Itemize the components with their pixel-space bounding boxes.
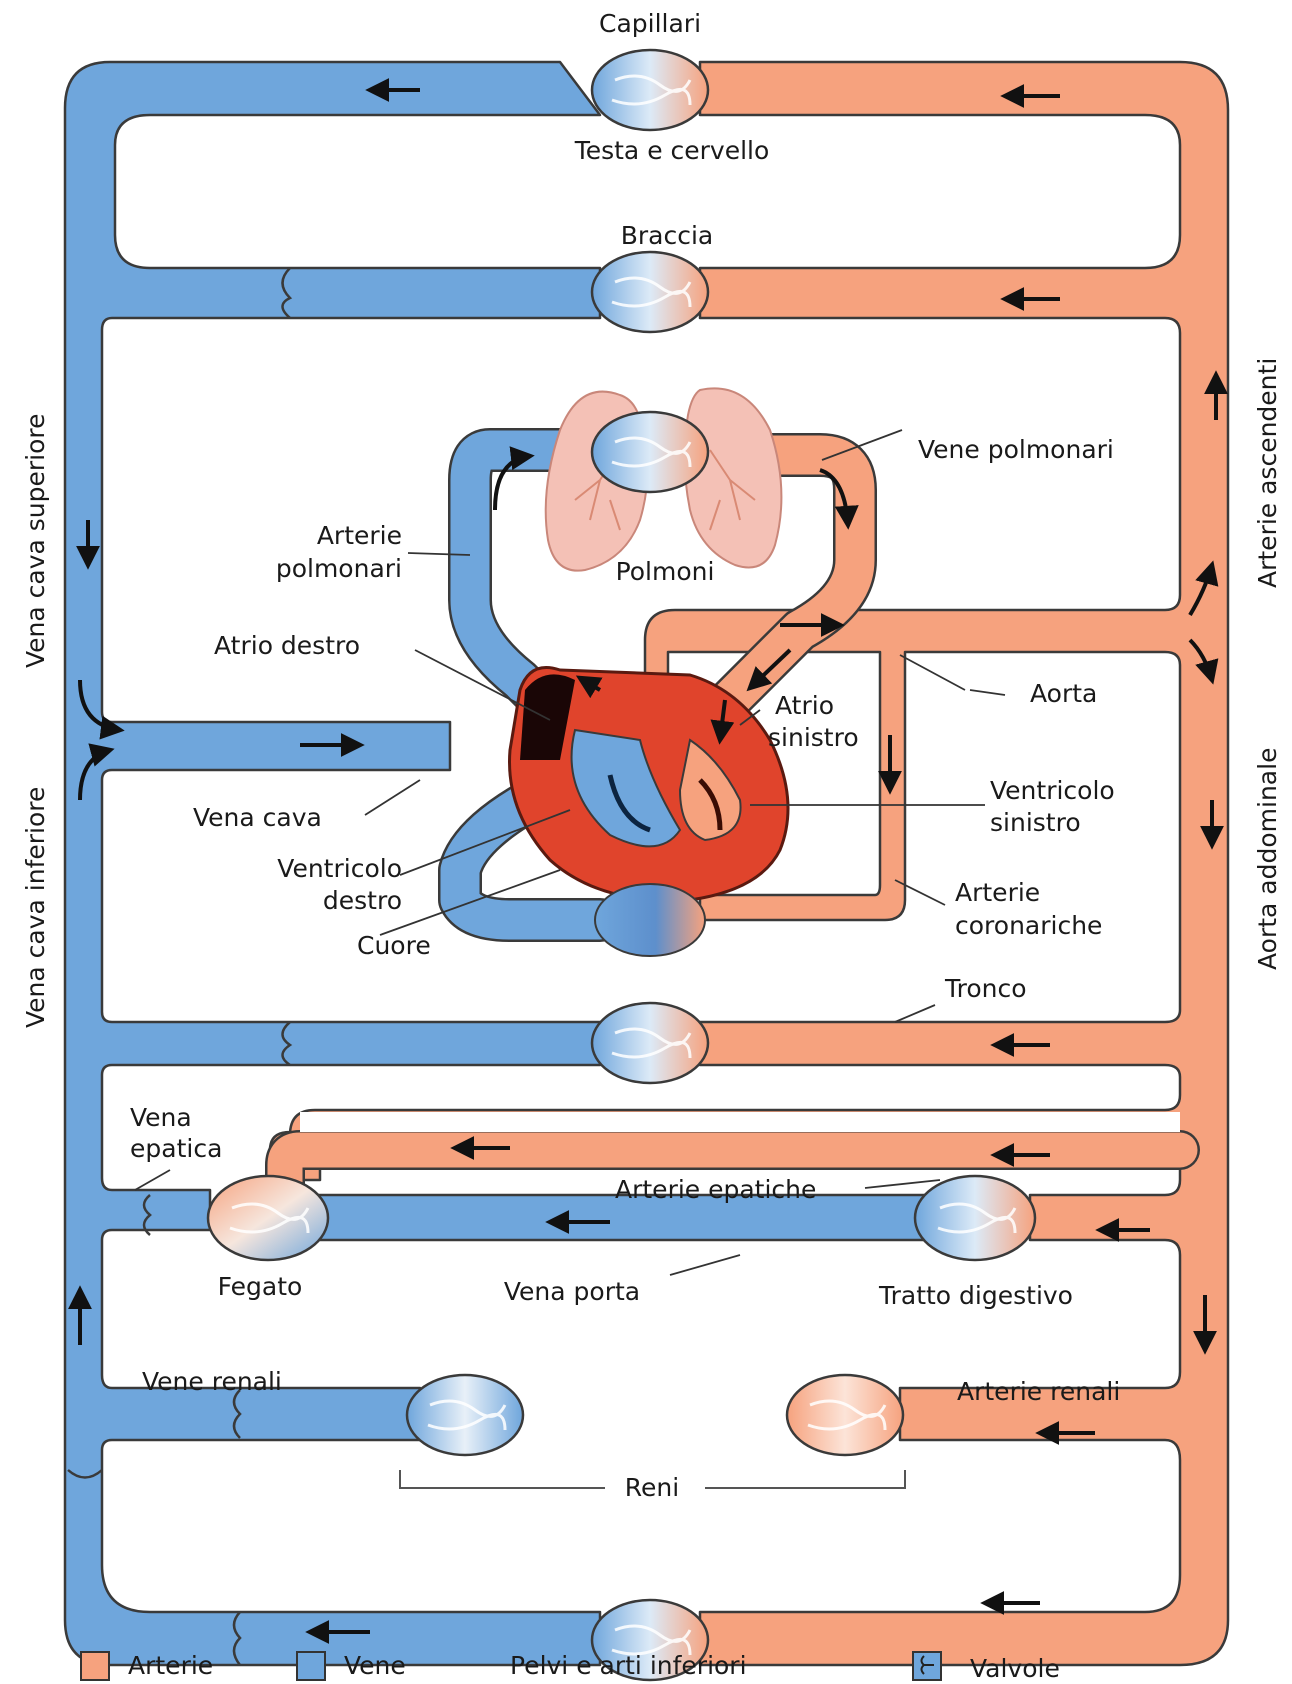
capillary-digestive [915,1176,1035,1260]
label-ventricolo-destro-2: destro [323,885,402,916]
label-cuore: Cuore [357,930,431,961]
capillary-trunk [592,1003,708,1083]
label-vena-cava-inferiore: Vena cava inferiore [20,787,51,1028]
label-vena-epatica-1: Vena [130,1102,192,1133]
capillary-kidney-artery [787,1375,903,1455]
label-aorta: Aorta [1030,678,1097,709]
capillary-liver [208,1176,328,1260]
label-ventricolo-sinistro-2: sinistro [990,807,1081,838]
legend-label-arterie: Arterie [128,1650,213,1681]
label-polmoni: Polmoni [616,556,715,587]
label-vena-porta: Vena porta [504,1276,640,1307]
capillary-arms [592,252,708,332]
label-atrio-sinistro-1: Atrio [775,690,834,721]
valve-icon [912,1651,942,1681]
label-braccia: Braccia [621,220,714,251]
label-vene-renali: Vene renali [142,1366,282,1397]
label-tronco: Tronco [945,973,1027,1004]
label-arterie-renali: Arterie renali [957,1376,1120,1407]
label-arterie-coronariche-1: Arterie [955,877,1040,908]
label-ventricolo-destro-1: Ventricolo [277,853,402,884]
capillary-kidney-vein [407,1375,523,1455]
label-aorta-addominale: Aorta addominale [1252,748,1283,970]
capillary-lungs [592,412,708,492]
label-reni: Reni [625,1472,679,1503]
coronary-capillary [595,884,705,956]
legend-label-valvole: Valvole [970,1653,1060,1684]
label-arterie-coronariche-2: coronariche [955,910,1102,941]
label-fegato: Fegato [218,1271,303,1302]
label-arterie-epatiche: Arterie epatiche [615,1174,816,1205]
label-arterie-ascendenti: Arterie ascendenti [1252,358,1283,588]
label-tratto-digestivo: Tratto digestivo [879,1280,1073,1311]
capillary-head [592,50,708,130]
label-vena-cava: Vena cava [193,802,322,833]
label-testa-cervello: Testa e cervello [575,135,770,166]
label-ventricolo-sinistro-1: Ventricolo [990,775,1115,806]
label-atrio-sinistro-2: sinistro [768,722,859,753]
label-vene-polmonari: Vene polmonari [918,434,1114,465]
legend-label-vene: Vene [344,1650,406,1681]
legend-swatch-vene [296,1651,326,1681]
label-vena-cava-superiore: Vena cava superiore [20,413,51,668]
label-arterie-polmonari-1: Arterie [317,520,402,551]
label-vena-epatica-2: epatica [130,1133,222,1164]
label-atrio-destro: Atrio destro [214,630,360,661]
label-capillari: Capillari [599,8,701,39]
legend-swatch-arterie [80,1651,110,1681]
label-arterie-polmonari-2: polmonari [276,553,402,584]
legend-label-pelvi: Pelvi e arti inferiori [510,1650,747,1681]
